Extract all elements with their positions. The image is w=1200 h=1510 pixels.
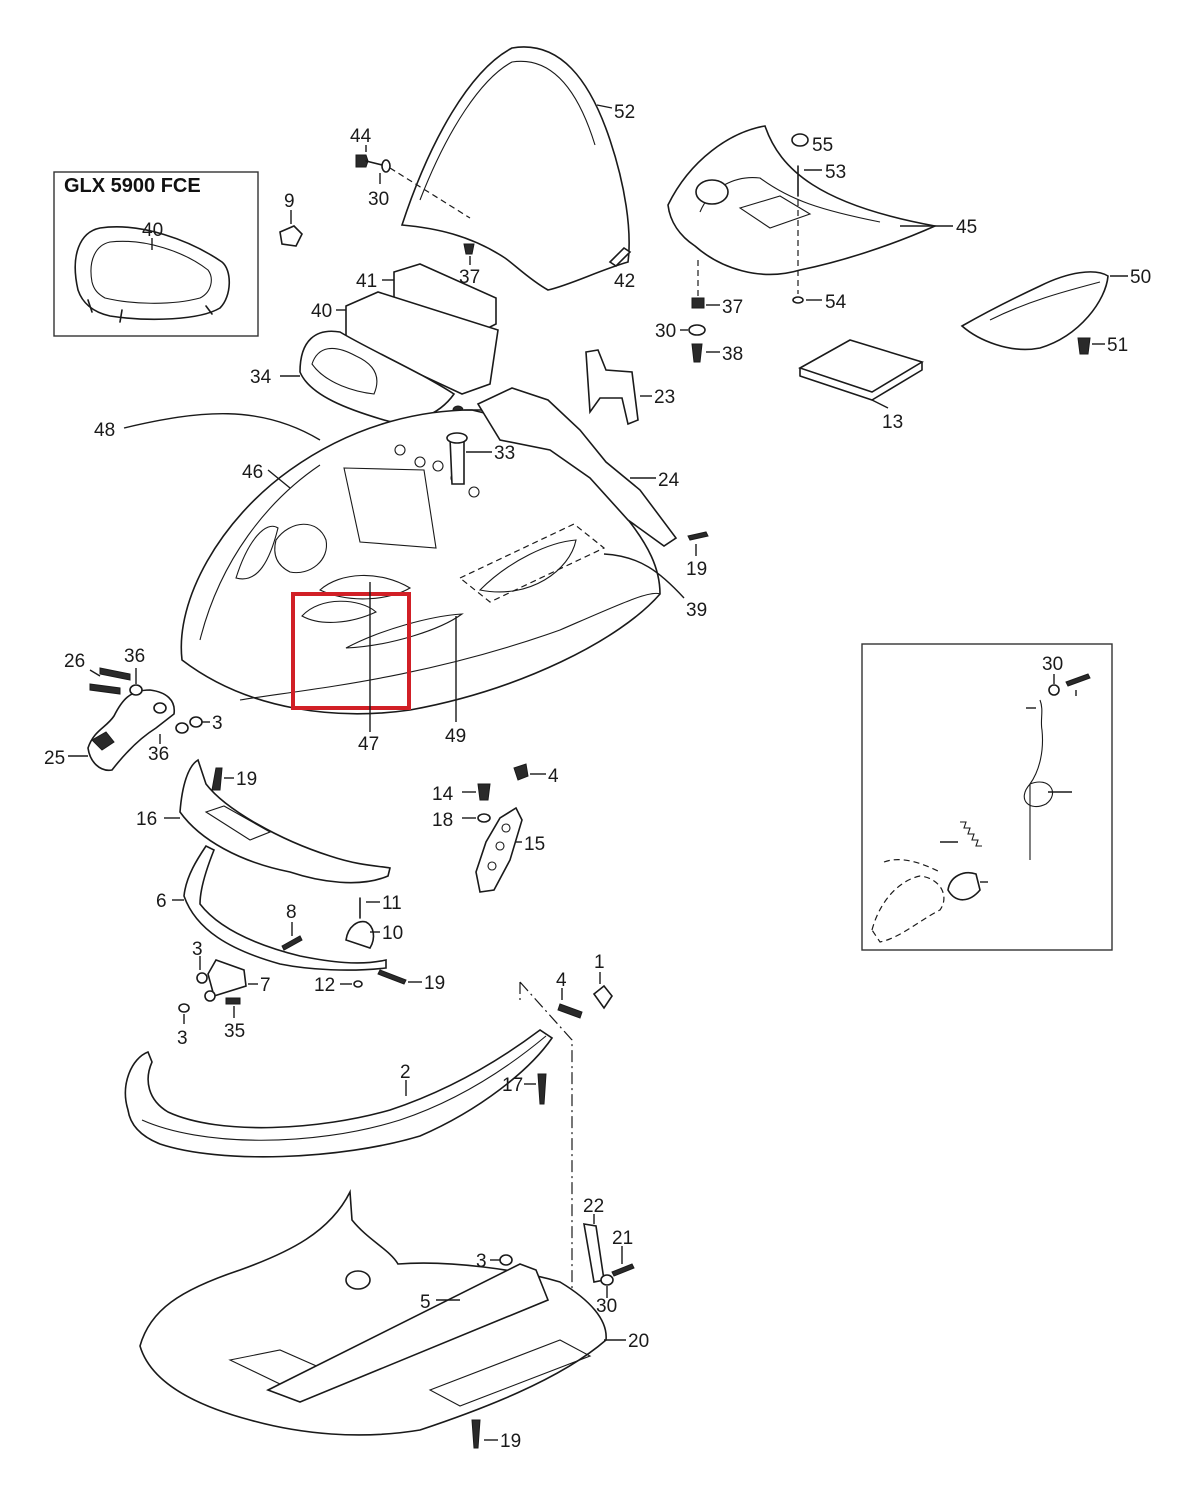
callout-label: 37 (459, 267, 480, 288)
callout-label: 47 (358, 734, 379, 755)
callout-label: 35 (224, 1021, 245, 1042)
bumper-part-50: 50 51 (960, 267, 1151, 356)
callout-label: 36 (124, 646, 145, 667)
callout-label: 3 (476, 1251, 487, 1272)
callout-label: 39 (686, 600, 707, 621)
callout-label: 30 (368, 189, 389, 210)
belly-pan-part-20: 20 19 (139, 1189, 649, 1452)
callout-label: 19 (236, 769, 257, 790)
callout-label: 33 (494, 443, 515, 464)
callout-label: 45 (956, 217, 977, 238)
callout-label: 6 (156, 891, 167, 912)
console-assembly: 41 40 34 43 (250, 263, 519, 424)
callout-label: 44 (350, 126, 372, 147)
bumper-part-2: 2 17 (124, 1029, 554, 1158)
callout-label: 41 (356, 271, 377, 292)
callout-label: 51 (1107, 335, 1128, 356)
callout-label: 24 (658, 470, 680, 491)
inset-cable-assembly: 30 (861, 643, 1113, 951)
callout-label: 30 (1042, 654, 1063, 675)
callout-label: 11 (382, 893, 402, 914)
callout-label: 5 (420, 1292, 431, 1313)
bracket-part-15: 15 14 18 4 (432, 763, 559, 893)
callout-label: 3 (177, 1028, 188, 1049)
callout-label: 3 (212, 713, 223, 734)
callout-label: 37 (722, 297, 743, 318)
callout-label: 23 (654, 387, 675, 408)
callout-label: 20 (628, 1331, 649, 1352)
fastener-group-windshield: 44 30 37 9 42 (279, 126, 635, 292)
callout-label: 3 (192, 939, 203, 960)
callout-label: 25 (44, 748, 65, 769)
side-panel-part-24: 24 19 (476, 387, 709, 580)
callout-label: 8 (286, 902, 297, 923)
callout-label: 40 (311, 301, 332, 322)
callout-label: 17 (502, 1075, 523, 1096)
callout-label: 19 (424, 973, 445, 994)
rail-part-5: 5 3 22 30 21 (266, 1196, 635, 1403)
windshield-part-52: 52 (400, 46, 635, 291)
callout-label: 50 (1130, 267, 1151, 288)
inset-title: GLX 5900 FCE (64, 175, 201, 197)
bracket-part-7: 7 3 3 35 (177, 939, 271, 1049)
callout-label: 52 (614, 102, 635, 123)
callout-40-inset: 40 (142, 220, 163, 241)
callout-label: 14 (432, 784, 454, 805)
callout-label: 49 (445, 726, 466, 747)
bracket-assembly-part-25: 25 26 36 3 36 (44, 646, 223, 772)
callout-label: 21 (612, 1228, 633, 1249)
callout-label: 48 (94, 420, 115, 441)
frame-part-6: 6 8 10 11 12 19 (156, 844, 445, 996)
callout-label: 30 (596, 1296, 617, 1317)
callout-label: 19 (500, 1431, 521, 1452)
callout-label: 54 (825, 292, 847, 313)
callout-label: 10 (382, 923, 403, 944)
upper-console-part-45: 45 55 53 54 37 30 38 (655, 125, 977, 365)
callout-label: 9 (284, 191, 295, 212)
callout-label: 38 (722, 344, 743, 365)
callout-label: 13 (882, 412, 903, 433)
callout-label: 16 (136, 809, 157, 830)
callout-label: 12 (314, 975, 335, 996)
callout-label: 19 (686, 559, 707, 580)
pad-part-13: 13 (798, 339, 924, 433)
front-frame-part-16: 16 19 (136, 758, 391, 884)
callout-label: 53 (825, 162, 846, 183)
callout-label: 7 (260, 975, 271, 996)
callout-label: 1 (594, 952, 605, 973)
fastener-group-1-4: 1 4 (519, 952, 613, 1290)
callout-label: 55 (812, 135, 833, 156)
gauge-cover-part-40 (74, 226, 231, 321)
callout-label: 26 (64, 651, 85, 672)
callout-label: 15 (524, 834, 545, 855)
callout-label: 18 (432, 810, 453, 831)
inset-glx-5900-fce: GLX 5900 FCE 40 (53, 171, 259, 337)
callout-label: 36 (148, 744, 169, 765)
highlight-box-part-47 (291, 592, 411, 710)
vent-group-39: 39 (458, 523, 707, 621)
callout-label: 30 (655, 321, 676, 342)
callout-label: 42 (614, 271, 635, 292)
callout-label: 4 (548, 766, 559, 787)
callout-label: 2 (400, 1062, 411, 1083)
callout-label: 4 (556, 970, 567, 991)
callout-label: 34 (250, 367, 272, 388)
callout-label: 46 (242, 462, 263, 483)
callout-label: 22 (583, 1196, 604, 1217)
bracket-part-23: 23 (585, 349, 675, 426)
